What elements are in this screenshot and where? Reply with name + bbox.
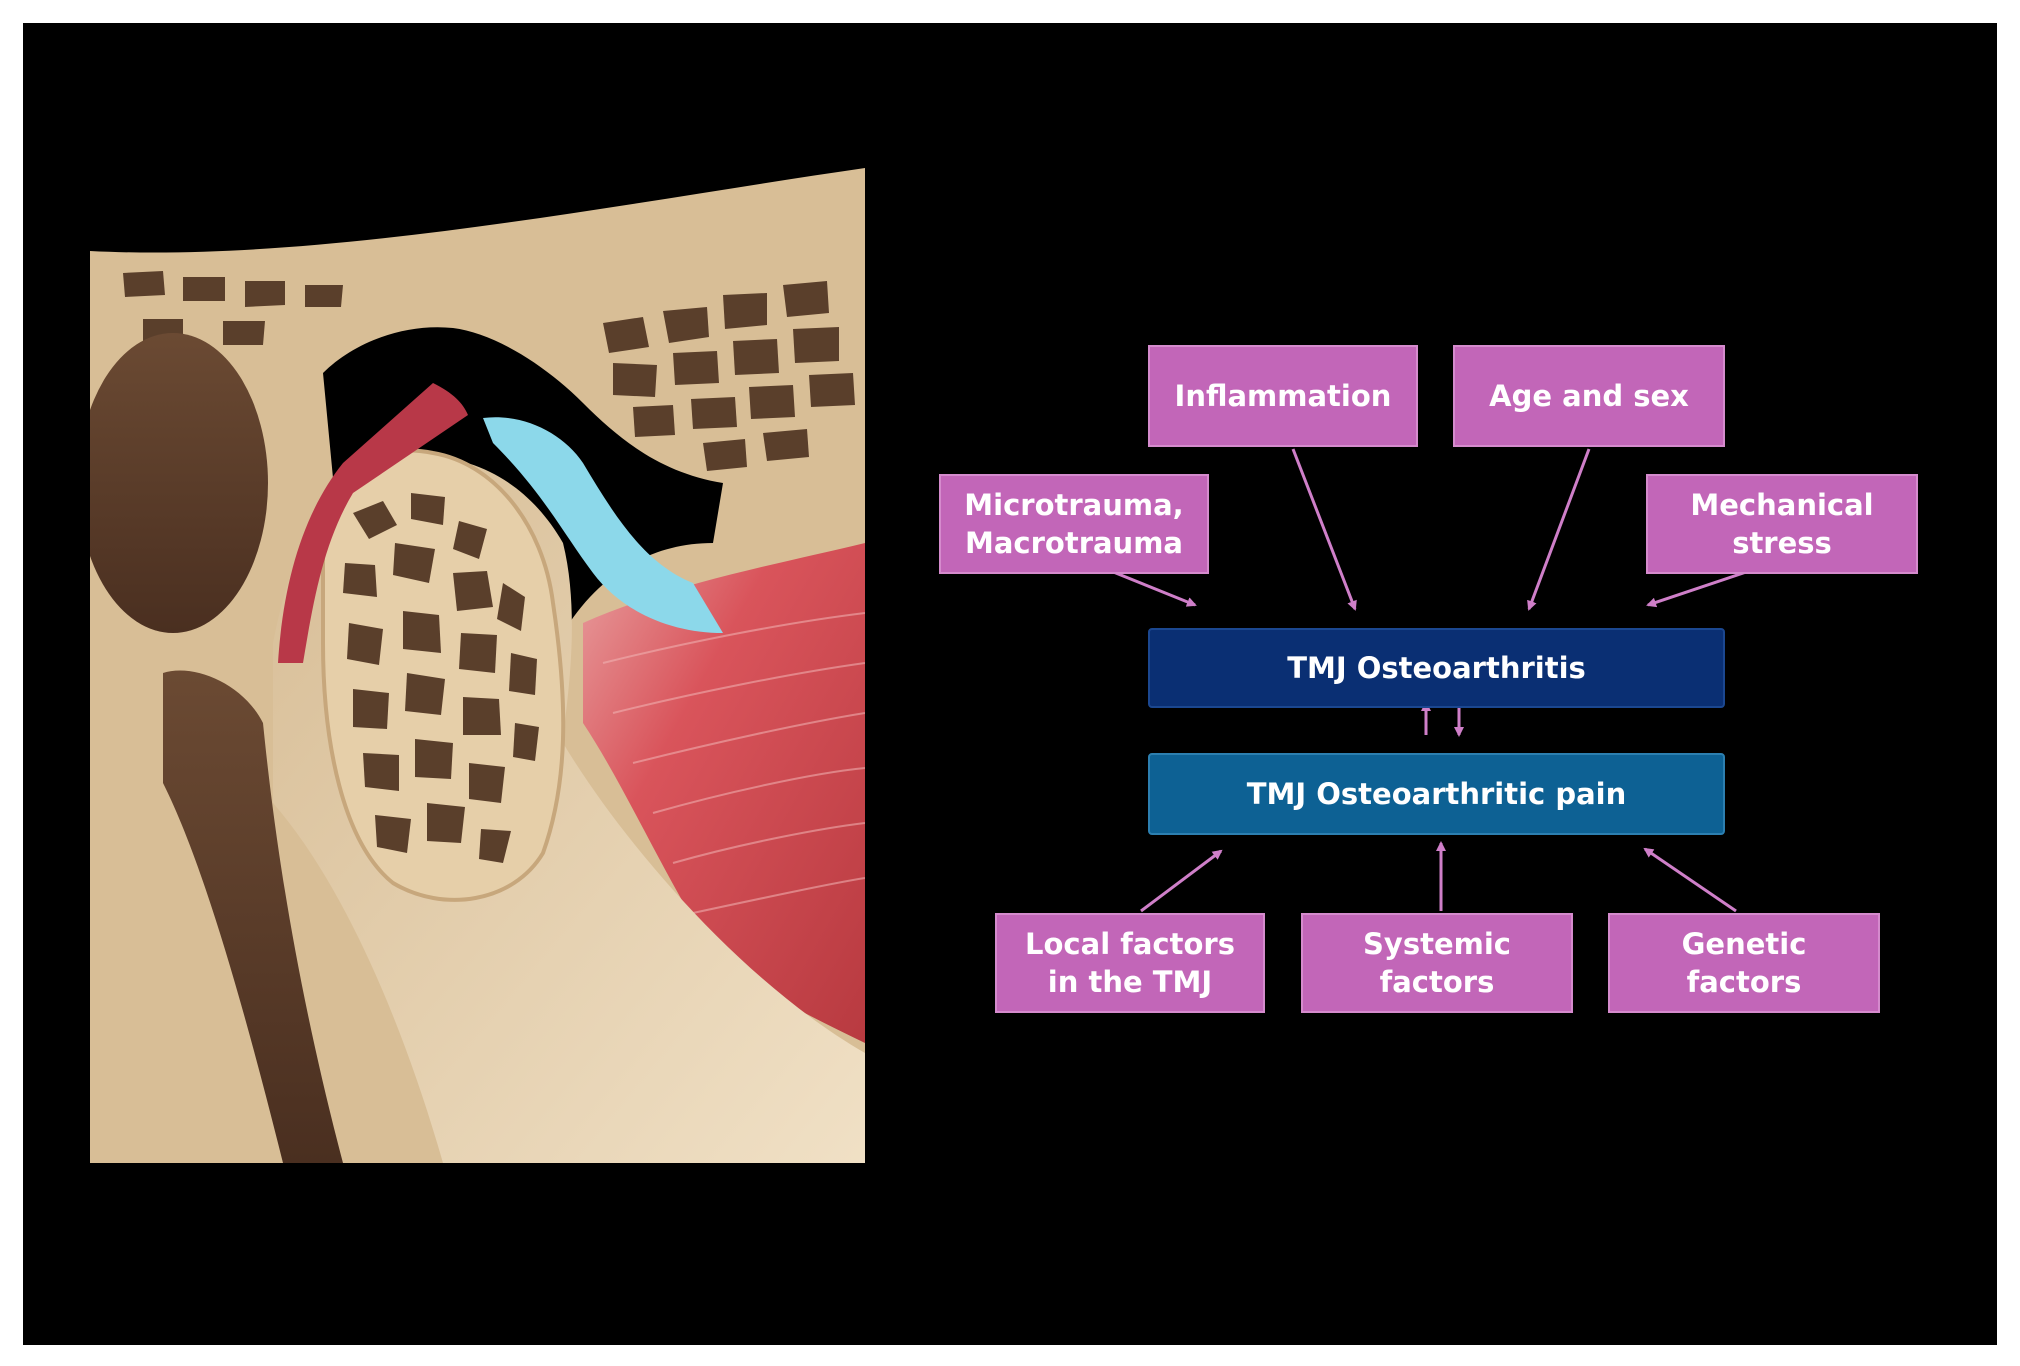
factor-age-sex: Age and sex <box>1453 345 1725 447</box>
factor-local: Local factors in the TMJ <box>995 913 1265 1013</box>
condition-tmj-osteoarthritis: TMJ Osteoarthritis <box>1148 628 1725 708</box>
factor-systemic: Systemic factors <box>1301 913 1573 1013</box>
factor-genetic: Genetic factors <box>1608 913 1880 1013</box>
factor-inflammation: Inflammation <box>1148 345 1418 447</box>
factor-mechanical-stress: Mechanical stress <box>1646 474 1918 574</box>
articular-disc <box>483 417 723 633</box>
slide-background: Inflammation Age and sex Microtrauma, Ma… <box>23 23 1997 1345</box>
retrodiscal-tissue <box>278 383 468 663</box>
tmj-anatomy-illustration <box>90 168 865 1163</box>
condyle-trabecular-bone <box>343 493 539 863</box>
condition-tmj-osteoarthritic-pain: TMJ Osteoarthritic pain <box>1148 753 1725 835</box>
factor-microtrauma: Microtrauma, Macrotrauma <box>939 474 1209 574</box>
muscle-fibers <box>602 612 865 914</box>
styloid-process <box>163 670 343 1163</box>
external-auditory-meatus <box>90 333 268 633</box>
arrow-genetic <box>1643 847 1737 913</box>
temporal-trabecular-bone <box>123 271 855 471</box>
arrow-age-sex <box>1527 448 1591 611</box>
flowchart-arrows <box>1090 448 1774 913</box>
lateral-pterygoid-muscle <box>583 543 865 1043</box>
arrow-inflammation <box>1291 448 1357 611</box>
arrow-local <box>1140 849 1223 913</box>
